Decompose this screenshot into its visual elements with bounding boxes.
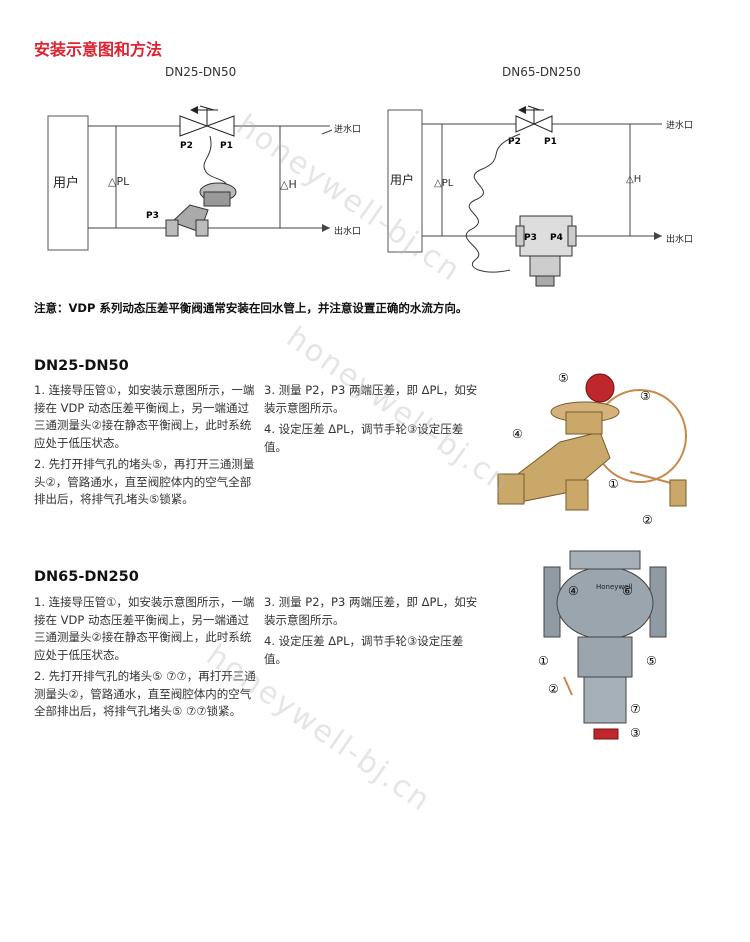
installation-diagram-dn25-50: DN25-DN50 用户 P2 P1 P3 △PL △H 进水口 出水口 <box>47 65 361 251</box>
step-4: 4. 设定压差 ΔPL，调节手轮③设定压差值。 <box>264 634 464 666</box>
svg-text:P3: P3 <box>524 233 537 243</box>
section2-col1: 1. 连接导压管①，如安装示意图所示，一端接在 VDP 动态压差平衡阀上，另一端… <box>34 594 256 725</box>
svg-text:②: ② <box>642 513 653 527</box>
diagram-caption: DN25-DN50 <box>165 65 236 79</box>
balancing-valve <box>179 115 209 137</box>
user-box <box>387 109 423 253</box>
svg-text:⑤: ⑤ <box>646 654 657 668</box>
user-label: 用户 <box>53 175 79 191</box>
svg-text:P4: P4 <box>550 233 563 243</box>
user-box <box>47 115 89 251</box>
svg-text:P2: P2 <box>508 137 521 147</box>
impulse-tube <box>465 133 521 273</box>
section1-col2: 3. 测量 P2，P3 两端压差，即 ΔPL，如安装示意图所示。 4. 设定压差… <box>264 382 486 460</box>
step-2: 2. 先打开排气孔的堵头⑤，再打开三通测量头②，管路通水，直至阀腔体内的空气全部… <box>34 457 255 506</box>
svg-text:⑦: ⑦ <box>630 702 641 716</box>
svg-text:③: ③ <box>630 726 641 740</box>
svg-text:出水口: 出水口 <box>666 233 693 245</box>
section-title-dn65-250: DN65-DN250 <box>34 569 139 585</box>
svg-text:P2: P2 <box>180 141 193 151</box>
dpv-valve-illustration-small: ⑤ ③ ④ ① ② <box>497 371 687 527</box>
dpv-valve-large <box>515 215 577 287</box>
valve-body-grey <box>543 550 667 724</box>
svg-text:⑤: ⑤ <box>558 371 569 385</box>
svg-text:△H: △H <box>280 178 297 191</box>
step-1: 1. 连接导压管①，如安装示意图所示，一端接在 VDP 动态压差平衡阀上，另一端… <box>34 383 255 450</box>
handwheel <box>585 373 615 403</box>
svg-text:用户: 用户 <box>390 172 414 187</box>
section-title-dn25-50: DN25-DN50 <box>34 358 129 374</box>
test-tee <box>669 479 687 507</box>
section2-col2: 3. 测量 P2，P3 两端压差，即 ΔPL，如安装示意图所示。 4. 设定压差… <box>264 594 486 672</box>
impulse-coil <box>593 389 687 483</box>
impulse-tube <box>203 135 228 191</box>
section1-col1: 1. 连接导压管①，如安装示意图所示，一端接在 VDP 动态压差平衡阀上，另一端… <box>34 382 256 513</box>
install-note: 注意：VDP 系列动态压差平衡阀通常安装在回水管上，并注意设置正确的水流方向。 <box>34 301 468 315</box>
dpv-valve-illustration-large: Honeywell ④ ⑥ ① ⑤ ② ⑦ ③ <box>538 550 667 740</box>
diagram-caption: DN65-DN250 <box>502 65 581 79</box>
svg-text:⑥: ⑥ <box>622 584 633 598</box>
svg-text:P3: P3 <box>146 211 159 221</box>
dpv-valve <box>165 182 237 237</box>
svg-text:Honeywell: Honeywell <box>596 583 632 591</box>
svg-text:△PL: △PL <box>108 175 130 188</box>
installation-diagram-dn65-250: DN65-DN250 用户 P2 P1 P3 P4 △PL △H 进水口 出水口 <box>387 65 693 287</box>
page-title: 安装示意图和方法 <box>34 40 163 59</box>
svg-text:④: ④ <box>512 427 523 441</box>
handwheel <box>593 728 619 740</box>
valve-body-brass <box>497 401 620 511</box>
svg-text:进水口: 进水口 <box>666 119 693 131</box>
svg-text:出水口: 出水口 <box>334 225 361 237</box>
step-2: 2. 先打开排气孔的堵头⑤ ⑦⑦，再打开三通测量头②，管路通水，直至阀腔体内的空… <box>34 669 256 718</box>
svg-text:P1: P1 <box>220 141 233 151</box>
step-3: 3. 测量 P2，P3 两端压差，即 ΔPL，如安装示意图所示。 <box>264 383 478 415</box>
svg-text:③: ③ <box>640 389 651 403</box>
svg-text:△PL: △PL <box>434 178 454 189</box>
svg-text:①: ① <box>608 477 619 491</box>
svg-text:进水口: 进水口 <box>334 123 361 135</box>
svg-text:②: ② <box>548 682 559 696</box>
balancing-valve <box>515 115 536 133</box>
step-1: 1. 连接导压管①，如安装示意图所示，一端接在 VDP 动态压差平衡阀上，另一端… <box>34 595 255 662</box>
svg-text:④: ④ <box>568 584 579 598</box>
svg-text:P1: P1 <box>544 137 557 147</box>
step-3: 3. 测量 P2，P3 两端压差，即 ΔPL，如安装示意图所示。 <box>264 595 478 627</box>
step-4: 4. 设定压差 ΔPL，调节手轮③设定压差值。 <box>264 422 464 454</box>
svg-text:△H: △H <box>626 174 641 185</box>
svg-text:①: ① <box>538 654 549 668</box>
